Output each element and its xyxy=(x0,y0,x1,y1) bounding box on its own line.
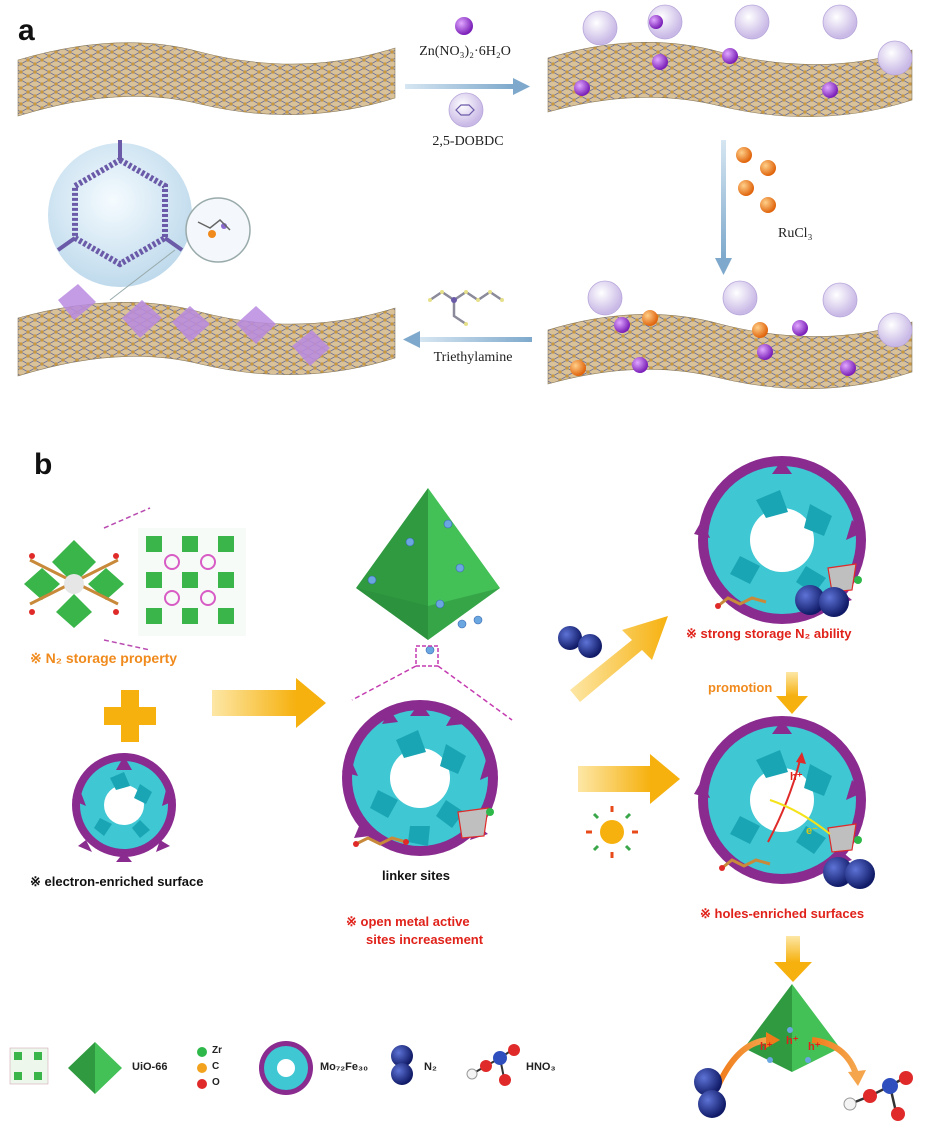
mo72fe30-cluster-center xyxy=(342,700,498,856)
graphene-sheet-2 xyxy=(547,4,913,117)
legend-n2-label: N₂ xyxy=(424,1061,437,1073)
mof-zoom-bubble xyxy=(48,140,251,301)
linker-sites-caption: linker sites xyxy=(382,868,450,883)
arrow-light xyxy=(578,754,680,804)
legend-c-label: C xyxy=(212,1061,220,1072)
legend-zr-label: Zr xyxy=(212,1045,222,1056)
arrow-reagent-4 xyxy=(403,331,532,348)
legend-hno3-icon xyxy=(466,1044,520,1086)
reagent-dobdc: 2,5-DOBDC xyxy=(432,134,504,149)
hole-label-cluster: h⁺ xyxy=(790,771,803,783)
plus-icon xyxy=(104,690,156,742)
open-metal-caption-1: ※ open metal active xyxy=(346,914,470,929)
legend-mofe-label: Mo₇₂Fe₃₀ xyxy=(320,1061,369,1073)
arrow-promotion xyxy=(776,672,808,714)
sun-icon xyxy=(586,806,638,858)
legend-zr-icon xyxy=(197,1047,207,1057)
ru-ions-icon xyxy=(736,147,776,213)
arrow-reagent-1 xyxy=(405,78,530,95)
strong-storage-caption: ※ strong storage N₂ ability xyxy=(686,626,852,641)
legend-uio-label: UiO-66 xyxy=(132,1061,168,1073)
dobdc-bubble-icon xyxy=(448,92,484,128)
graphene-sheet-1 xyxy=(17,42,396,117)
mo72fe30-cluster-small xyxy=(72,753,176,862)
triethylamine-molecule-icon xyxy=(428,290,504,326)
zn-ion-icon xyxy=(455,17,473,35)
panel-a-label: a xyxy=(18,14,35,47)
n2-molecule-icon xyxy=(558,626,602,658)
reagent-triethylamine: Triethylamine xyxy=(433,350,513,365)
hole-label-1: h⁺ xyxy=(760,1041,773,1053)
legend-hno3-label: HNO₃ xyxy=(526,1061,556,1073)
legend-o-label: O xyxy=(212,1077,220,1088)
hole-label-3: h⁺ xyxy=(808,1041,821,1053)
hno3-molecule-product-icon xyxy=(843,1071,913,1121)
hole-label-2: h⁺ xyxy=(786,1035,799,1047)
mo72fe30-cluster-holes xyxy=(694,716,875,889)
uio66-unit-cell-1 xyxy=(18,530,130,634)
legend-uio-octahedron-icon xyxy=(68,1042,122,1094)
panel-b-label: b xyxy=(34,448,53,481)
legend-c-icon xyxy=(197,1063,207,1073)
n2-molecule-reactant-icon xyxy=(694,1068,726,1118)
reagent-rucl3: RuCl₃ xyxy=(778,226,813,241)
promotion-caption: promotion xyxy=(708,680,773,695)
electron-surface-caption: ※ electron-enriched surface xyxy=(30,874,204,889)
arrow-reaction xyxy=(774,936,812,982)
arrow-reagent-3 xyxy=(715,140,732,275)
graphene-sheet-3 xyxy=(547,280,913,389)
n2-storage-caption: ※ N₂ storage property xyxy=(30,650,178,666)
reagent-zn-nitrate: Zn(NO₃)₂·6H₂O xyxy=(419,44,511,59)
uio66-supercell xyxy=(138,528,246,636)
legend-uio-cell-icon xyxy=(9,1047,49,1085)
holes-surfaces-caption: ※ holes-enriched surfaces xyxy=(700,906,865,921)
arrow-n2-storage xyxy=(570,616,668,702)
arrow-combine xyxy=(212,678,326,728)
legend-n2-icon xyxy=(391,1045,413,1085)
mo72fe30-cluster-storage xyxy=(694,456,866,624)
graphene-sheet-4 xyxy=(17,284,396,377)
uio66-octahedron xyxy=(356,488,500,667)
uio66-octahedron-reaction xyxy=(744,984,840,1072)
legend-mofe-icon xyxy=(259,1041,313,1095)
open-metal-caption-2: sites increasement xyxy=(366,932,484,947)
electron-label-cluster: e⁻ xyxy=(806,825,818,837)
legend-o-icon xyxy=(197,1079,207,1089)
